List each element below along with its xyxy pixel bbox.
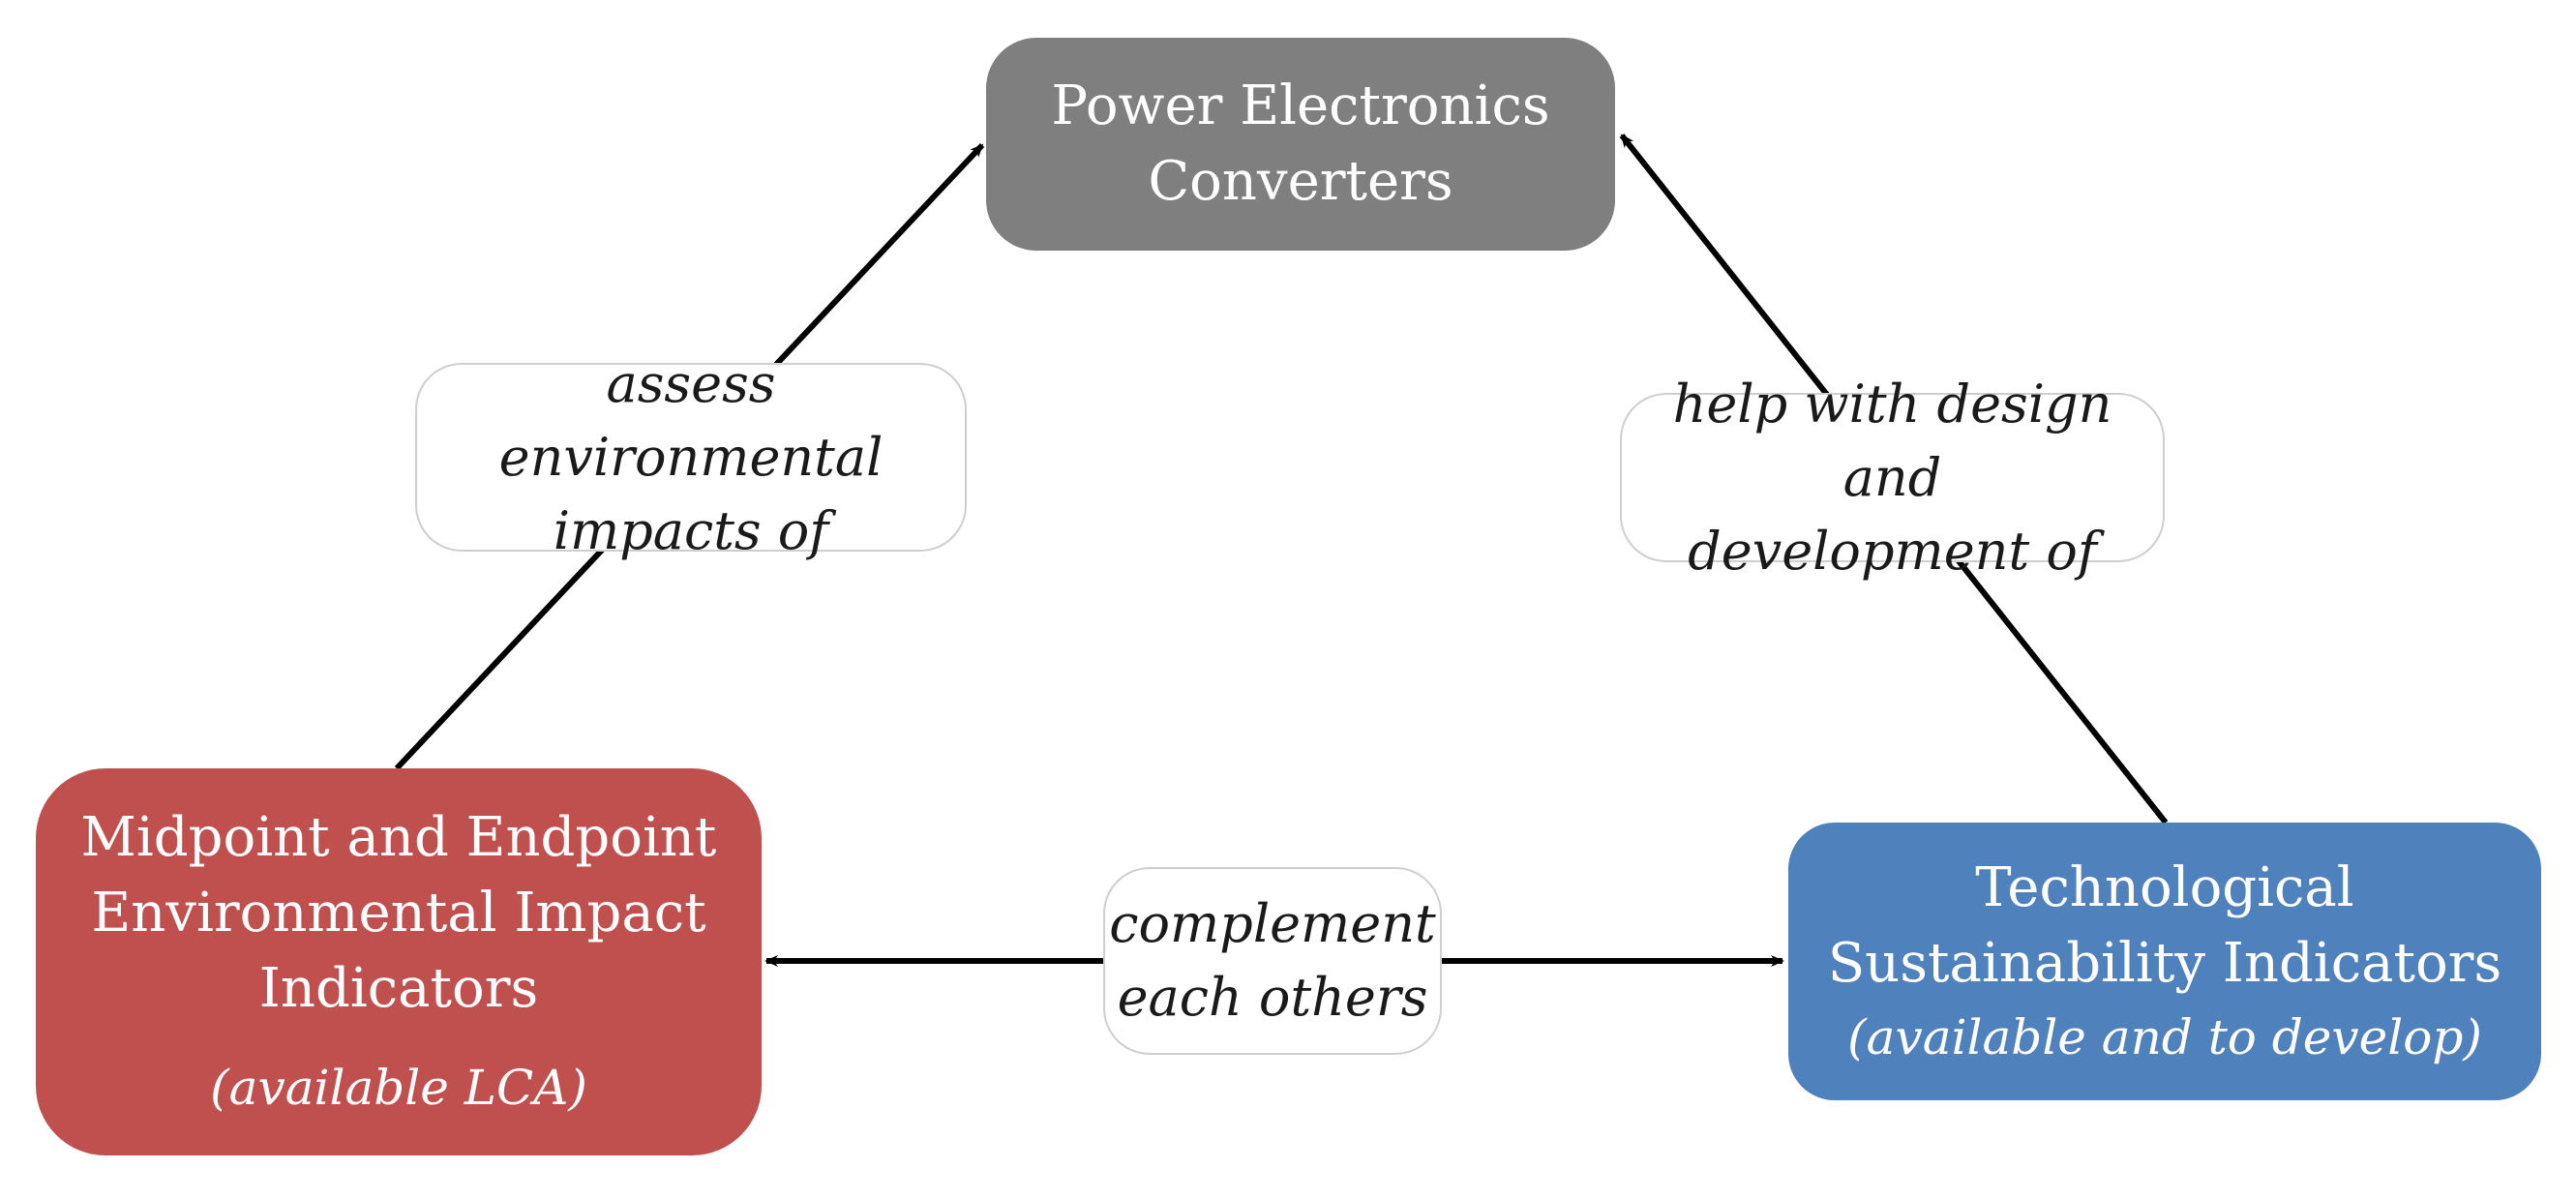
environmental-indicators-note: (available LCA) bbox=[210, 1060, 587, 1116]
edge-label-assess-line-1: assess environmental bbox=[498, 352, 884, 488]
edge-label-design-line-1: help with design and bbox=[1672, 373, 2112, 508]
environmental-indicators-line-3: Indicators bbox=[258, 957, 539, 1020]
environmental-indicators-line-2: Environmental Impact bbox=[91, 882, 706, 944]
edge-label-design-line-2: development of bbox=[1688, 520, 2097, 582]
environmental-impact-indicators-node: Midpoint and Endpoint Environmental Impa… bbox=[36, 768, 762, 1155]
edge-label-assess: assess environmental impacts of bbox=[415, 353, 967, 561]
technological-indicators-note: (available and to develop) bbox=[1847, 1008, 2482, 1065]
edge-label-design: help with design and development of bbox=[1620, 374, 2165, 582]
edge-label-complement-line-2: each others bbox=[1117, 967, 1428, 1028]
edge-label-complement-line-1: complement bbox=[1109, 893, 1436, 954]
edge-label-assess-line-2: impacts of bbox=[553, 499, 829, 561]
edge-label-complement: complement each others bbox=[1103, 867, 1442, 1055]
technological-sustainability-indicators-node: Technological Sustainability Indicators … bbox=[1788, 823, 2541, 1100]
power-electronics-line-1: Power Electronics bbox=[1051, 75, 1550, 137]
environmental-indicators-line-1: Midpoint and Endpoint bbox=[80, 806, 717, 869]
technological-indicators-line-1: Technological bbox=[1975, 855, 2354, 919]
power-electronics-line-2: Converters bbox=[1148, 150, 1453, 213]
power-electronics-converters-node: Power Electronics Converters bbox=[986, 38, 1615, 251]
technological-indicators-line-2: Sustainability Indicators bbox=[1827, 931, 2502, 995]
